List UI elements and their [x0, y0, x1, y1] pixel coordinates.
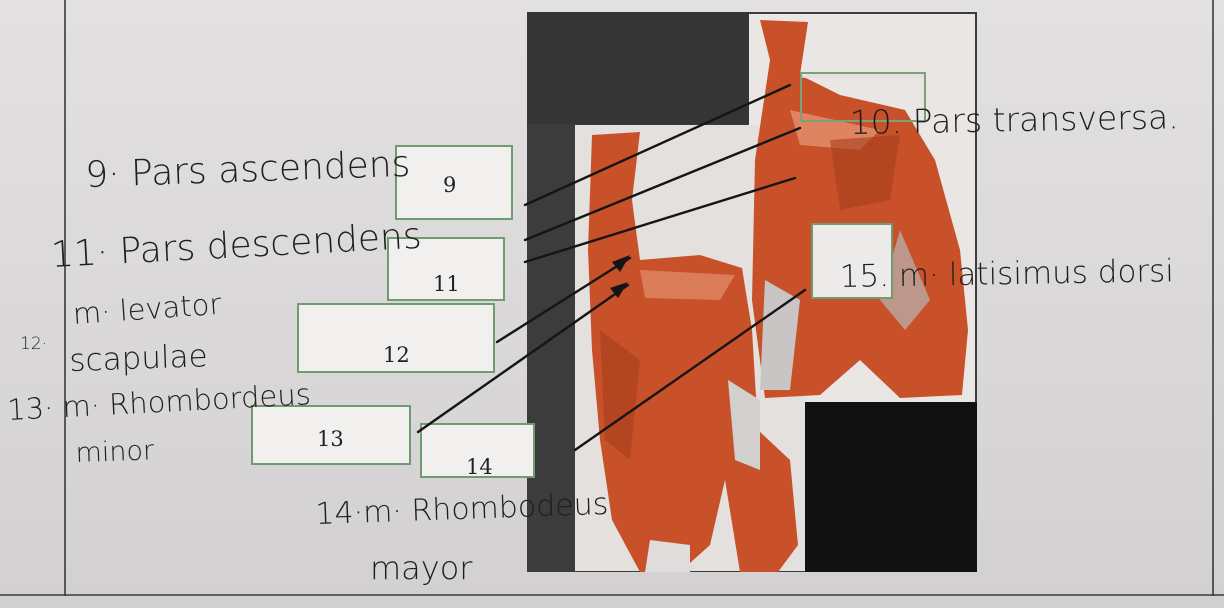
- arrow-14: [575, 290, 805, 450]
- arrow-10: [525, 178, 795, 262]
- annotation-12-number: 12·: [20, 336, 47, 353]
- annotation-13-line2: minor: [75, 437, 154, 467]
- arrow-13: [418, 285, 628, 432]
- arrowhead-12: [612, 255, 630, 272]
- annotation-12-line2: scapulae: [69, 341, 208, 377]
- arrow-11: [525, 128, 800, 240]
- annotation-10: 10. Pars transversa.: [849, 100, 1179, 139]
- annotation-14-line2: mayor: [370, 552, 472, 584]
- annotation-15: 15. m· latisimus dorsi: [839, 256, 1174, 293]
